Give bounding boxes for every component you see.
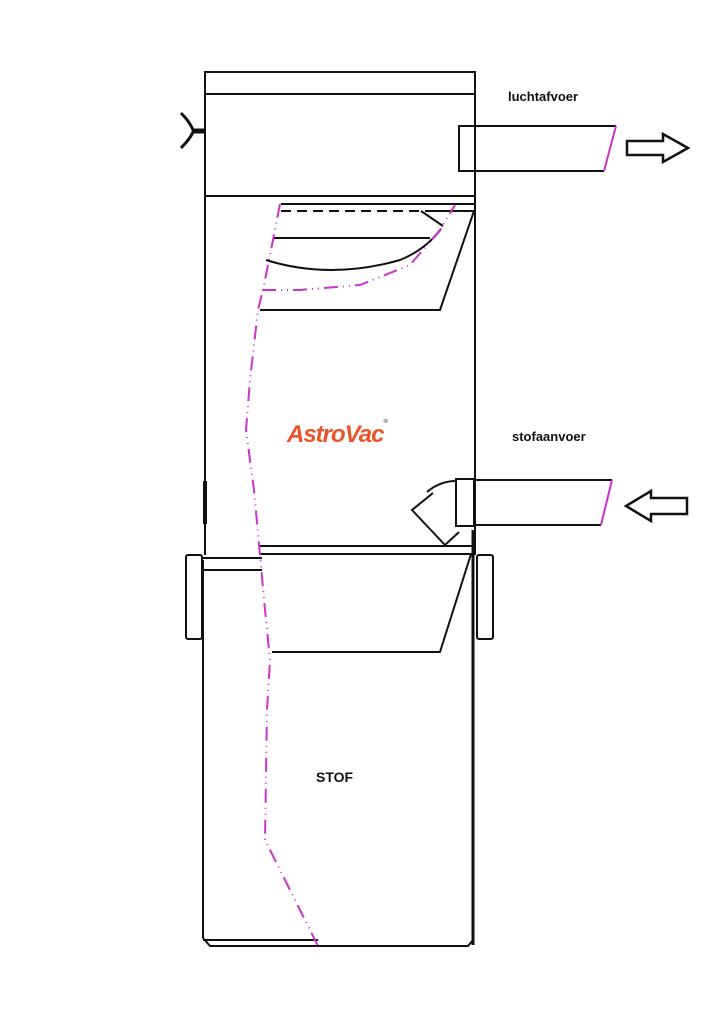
astrovac-logo: AstroVac®	[287, 419, 388, 449]
registered-mark: ®	[383, 419, 388, 425]
exhaust-arrow-icon	[625, 131, 691, 165]
dust-label: STOF	[316, 769, 354, 785]
airflow-path	[244, 203, 456, 947]
left-clamp	[185, 554, 203, 640]
dust-inlet-pipe	[410, 478, 612, 547]
pipe-cut-marks	[600, 125, 617, 526]
inlet-arrow-icon	[623, 488, 689, 524]
power-cord-icon	[179, 111, 205, 150]
air-exhaust-label: luchtafvoer	[508, 89, 579, 104]
logo-text: AstroVac	[287, 421, 384, 448]
dust-inlet-label: stofaanvoer	[512, 429, 586, 444]
top-cap	[204, 71, 476, 95]
right-clamp	[476, 554, 494, 640]
exhaust-pipe	[458, 125, 616, 172]
